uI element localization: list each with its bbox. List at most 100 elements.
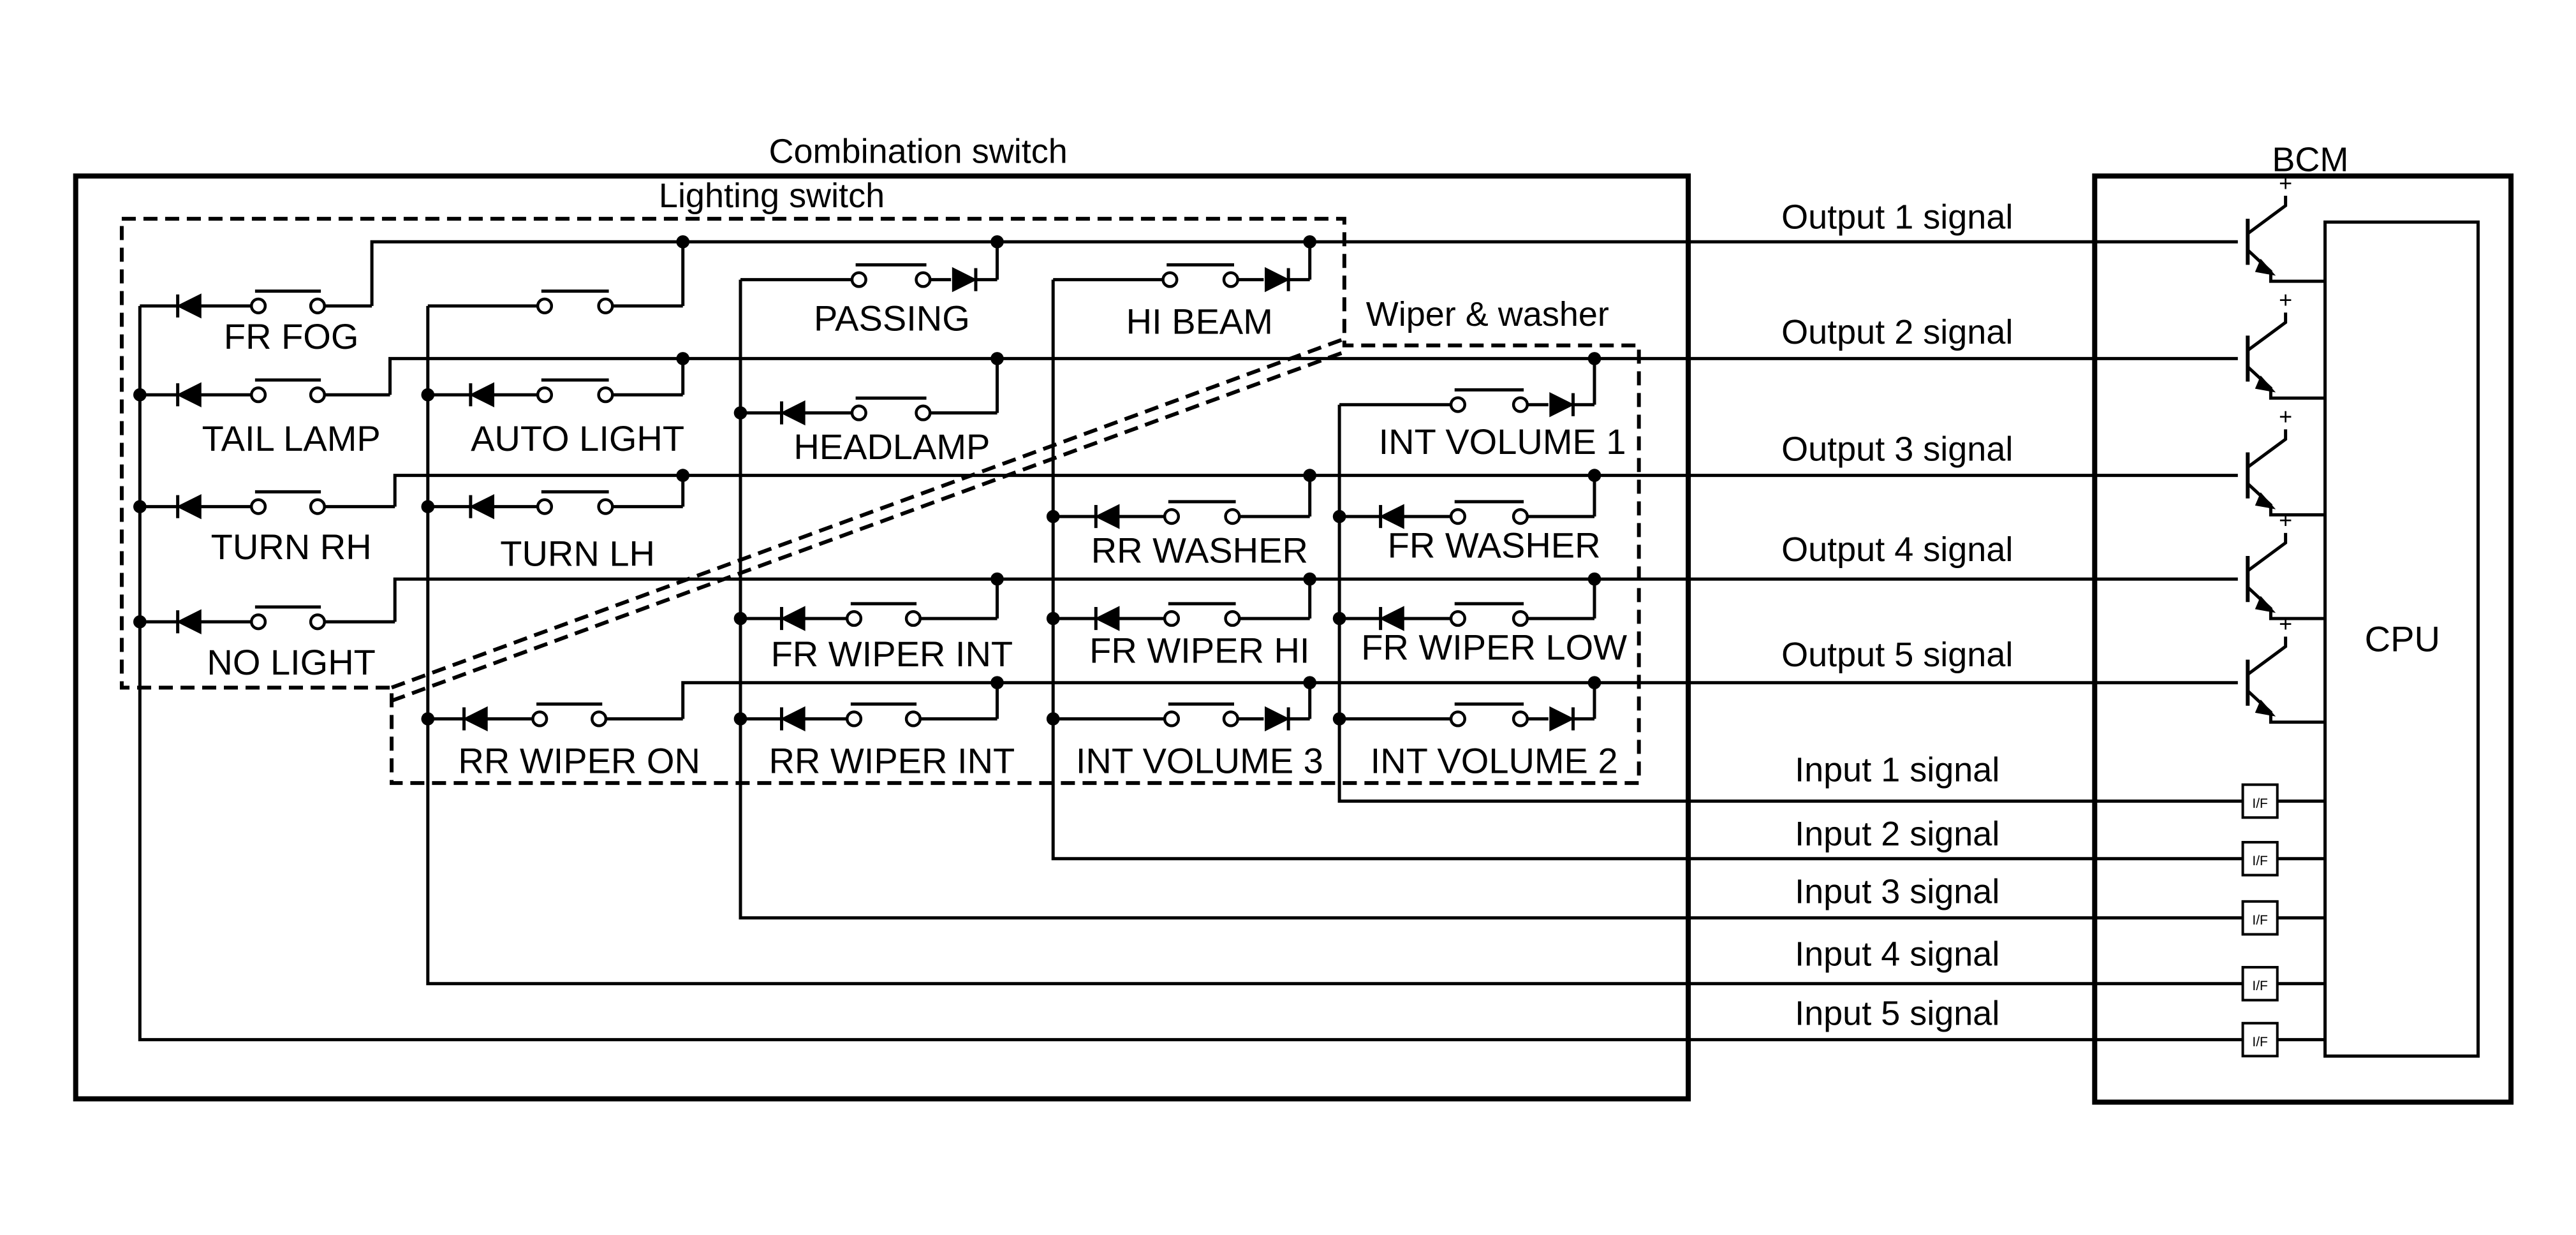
fr_wiper_hi-contact bbox=[1224, 610, 1241, 627]
wire bbox=[388, 356, 2238, 395]
lighting-switch-title: Lighting switch bbox=[659, 177, 885, 215]
supply-plus-5: + bbox=[2279, 611, 2292, 637]
interface-label-3: I/F bbox=[2252, 913, 2268, 928]
no_light-contact bbox=[249, 613, 267, 631]
fr_wiper_low-contact bbox=[1512, 610, 1529, 627]
wire bbox=[681, 681, 2238, 719]
rr_washer-contact bbox=[1163, 508, 1181, 525]
int_volume_3-diode bbox=[1265, 706, 1290, 732]
fr_washer-contact bbox=[1512, 508, 1529, 525]
junction-dot bbox=[990, 352, 1004, 365]
fr_wiper_hi-contact bbox=[1163, 610, 1181, 627]
wire bbox=[739, 279, 2325, 920]
fr_wiper_int-label: FR WIPER INT bbox=[771, 634, 1013, 674]
junction-dot bbox=[733, 712, 747, 726]
wire bbox=[1337, 404, 2325, 803]
transistor-1-arrow bbox=[2255, 258, 2276, 276]
transistor-4-emitter bbox=[2246, 586, 2325, 620]
junction-dot bbox=[1046, 712, 1060, 726]
tail_lamp-contact bbox=[249, 386, 267, 404]
output-signal-1-label: Output 1 signal bbox=[1781, 198, 2013, 237]
int_volume_1-contact bbox=[1512, 396, 1529, 413]
fr_fog-diode bbox=[176, 293, 202, 319]
int_volume_3-label: INT VOLUME 3 bbox=[1076, 741, 1323, 781]
junction-dot bbox=[1046, 611, 1060, 625]
transistor-5-emitter bbox=[2246, 689, 2325, 724]
rr_wiper_int-contact bbox=[845, 710, 863, 727]
fr_wiper_int-contact bbox=[845, 610, 863, 627]
fr_washer-contact bbox=[1449, 508, 1466, 525]
wiper-washer-title: Wiper & washer bbox=[1366, 295, 1609, 333]
junction-dot bbox=[1587, 676, 1601, 690]
fr_fog-contact bbox=[249, 297, 267, 314]
interface-label-5: I/F bbox=[2252, 1035, 2268, 1049]
junction-dot bbox=[133, 500, 147, 513]
transistor-1-emitter bbox=[2246, 249, 2325, 283]
upper_link-contact bbox=[597, 297, 614, 314]
cpu-label: CPU bbox=[2365, 619, 2440, 659]
group-divider-line bbox=[391, 337, 1345, 690]
output-signal-3-label: Output 3 signal bbox=[1781, 430, 2013, 468]
junction-dot bbox=[1332, 611, 1346, 625]
int_volume_2-diode bbox=[1549, 706, 1575, 732]
interface-box-3 bbox=[2241, 900, 2279, 936]
input-signal-1-label: Input 1 signal bbox=[1795, 751, 1999, 789]
headlamp-diode bbox=[780, 400, 806, 426]
junction-dot bbox=[1303, 235, 1316, 249]
rr_wiper_on-contact bbox=[531, 710, 548, 727]
junction-dot bbox=[990, 235, 1004, 249]
wire bbox=[370, 240, 2238, 306]
junction-dot bbox=[990, 676, 1004, 690]
junction-dot bbox=[1332, 712, 1346, 726]
junction-dot bbox=[1587, 352, 1601, 365]
supply-plus-2: + bbox=[2279, 286, 2292, 312]
fr_wiper_low-contact bbox=[1449, 610, 1466, 627]
rr_wiper_int-diode bbox=[780, 706, 806, 732]
junction-dot bbox=[990, 572, 1004, 586]
input-signal-2-label: Input 2 signal bbox=[1795, 815, 1999, 853]
headlamp-label: HEADLAMP bbox=[793, 427, 990, 467]
combination-switch-box bbox=[73, 173, 1691, 1102]
transistor-3-collector bbox=[2246, 429, 2288, 469]
cpu-box bbox=[2323, 220, 2480, 1058]
transistor-3-emitter bbox=[2246, 482, 2325, 517]
junction-dot bbox=[1046, 509, 1060, 523]
lighting-wiper-dashed-outline bbox=[119, 217, 1641, 786]
turn_rh-contact bbox=[249, 498, 267, 515]
no_light-contact bbox=[309, 613, 327, 631]
int_volume_1-contact bbox=[1449, 396, 1466, 413]
junction-dot bbox=[1332, 509, 1346, 523]
turn_rh-diode bbox=[176, 493, 202, 520]
wire bbox=[426, 305, 2325, 986]
int_volume_3-contact bbox=[1222, 710, 1239, 727]
passing-diode bbox=[952, 267, 978, 293]
junction-dot bbox=[1303, 676, 1316, 690]
headlamp-contact bbox=[915, 404, 932, 421]
junction-dot bbox=[733, 611, 747, 625]
fr_wiper_hi-label: FR WIPER HI bbox=[1089, 631, 1309, 671]
int_volume_2-contact bbox=[1512, 710, 1529, 727]
auto_light-label: AUTO LIGHT bbox=[471, 418, 684, 458]
fr_wiper_int-contact bbox=[904, 610, 922, 627]
junction-dot bbox=[421, 500, 435, 513]
transistor-2-emitter bbox=[2246, 365, 2325, 400]
transistor-1-collector bbox=[2246, 196, 2288, 235]
hi_beam-contact bbox=[1161, 271, 1179, 288]
supply-plus-1: + bbox=[2279, 170, 2292, 196]
junction-dot bbox=[1303, 469, 1316, 482]
tail_lamp-diode bbox=[176, 382, 202, 407]
headlamp-contact bbox=[850, 404, 867, 421]
auto_light-contact bbox=[536, 386, 554, 404]
tail_lamp-label: TAIL LAMP bbox=[202, 418, 381, 458]
upper_link-contact bbox=[536, 297, 554, 314]
fr_wiper_hi-diode bbox=[1094, 606, 1120, 631]
turn_rh-label: TURN RH bbox=[211, 527, 372, 567]
rr_wiper_on-contact bbox=[591, 710, 608, 727]
transistor-3-arrow bbox=[2255, 492, 2276, 509]
int_volume_2-contact bbox=[1449, 710, 1466, 727]
junction-dot bbox=[1587, 572, 1601, 586]
hi_beam-contact bbox=[1222, 271, 1239, 288]
transistor-4-arrow bbox=[2255, 596, 2276, 613]
wire bbox=[138, 305, 2325, 1042]
transistor-4-collector bbox=[2246, 532, 2288, 573]
